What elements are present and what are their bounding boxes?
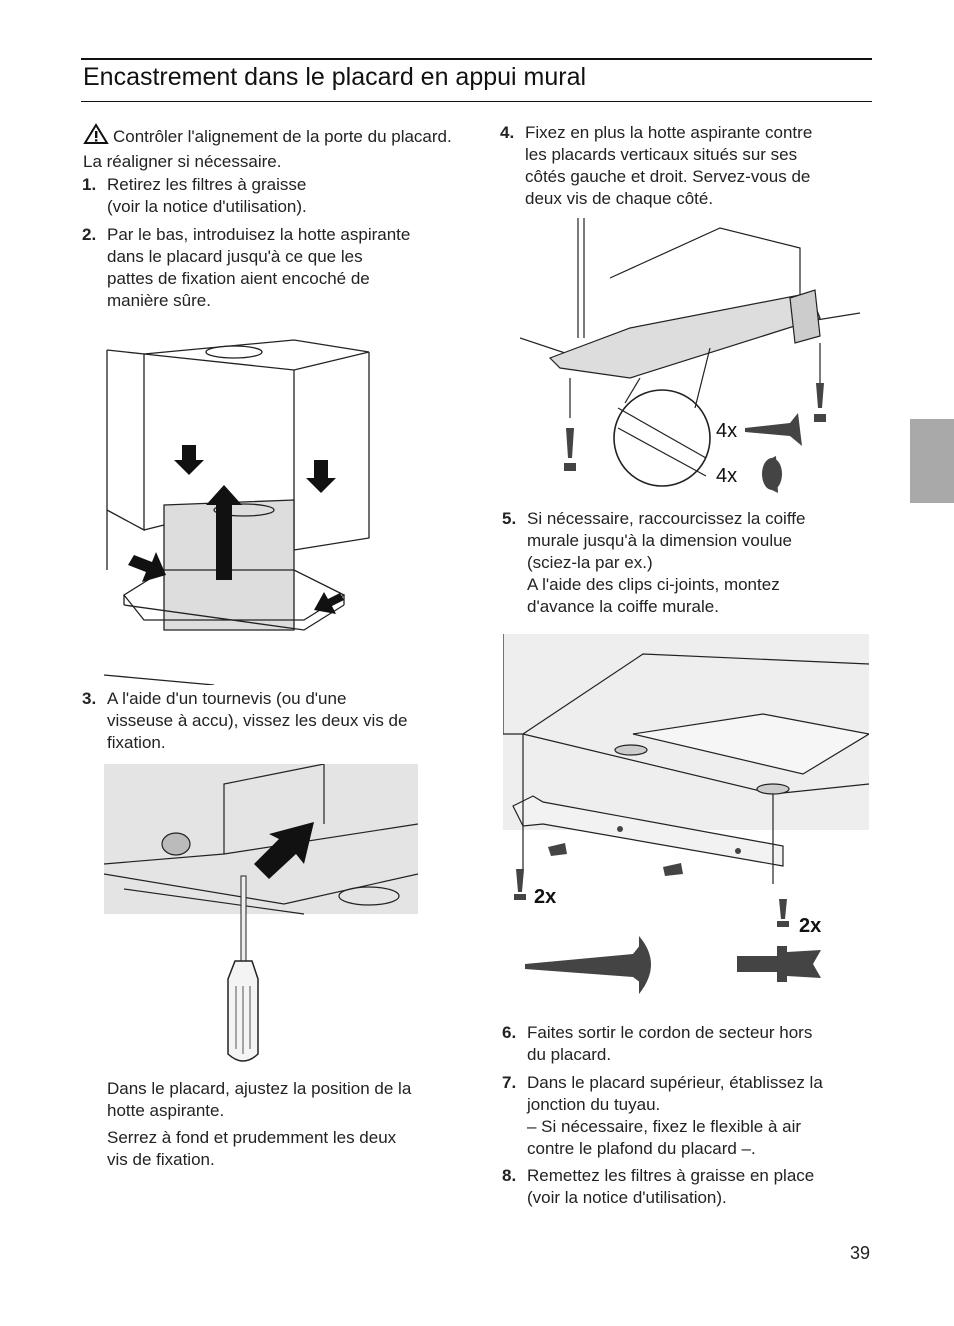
step-line: manière sûre.	[107, 291, 211, 310]
figure-side-screws: 4x 4x	[520, 218, 860, 493]
step-line: les placards verticaux situés sur ses	[525, 145, 798, 164]
step-4: 4. Fixez en plus la hotte aspirante cont…	[500, 122, 870, 210]
step-line: Par le bas, introduisez la hotte aspiran…	[107, 225, 411, 244]
step-line: fixation.	[107, 733, 166, 752]
step-7: 7. Dans le placard supérieur, établissez…	[502, 1072, 872, 1160]
step-number: 2.	[82, 225, 97, 244]
step-number: 6.	[502, 1023, 517, 1042]
step-1: 1. Retirez les filtres à graisse (voir l…	[82, 174, 452, 218]
paragraph-line: Dans le placard, ajustez la position de …	[107, 1079, 412, 1098]
paragraph-line: Serrez à fond et prudemment les deux	[107, 1128, 397, 1147]
step-3: 3. A l'aide d'un tournevis (ou d'une vis…	[82, 688, 452, 754]
page-number: 39	[850, 1243, 871, 1263]
screws-count-label: 2x	[534, 886, 556, 908]
paragraph-line: vis de fixation.	[107, 1150, 215, 1169]
paragraph-line: hotte aspirante.	[107, 1101, 225, 1120]
step-number: 7.	[502, 1073, 517, 1092]
step-6: 6. Faites sortir le cordon de secteur ho…	[502, 1022, 872, 1066]
warning-text: Contrôler l'alignement de la porte du pl…	[83, 127, 452, 171]
step-line: contre le plafond du placard –.	[527, 1139, 756, 1158]
page-title: Encastrement dans le placard en appui mu…	[83, 63, 587, 91]
figure-screwdriver	[104, 764, 418, 1062]
top-rule	[81, 58, 872, 60]
step-line: Remettez les filtres à graisse en place	[527, 1166, 815, 1185]
step-number: 5.	[502, 509, 517, 528]
caps-count-label: 4x	[716, 465, 737, 487]
step-line: Dans le placard supérieur, établissez la	[527, 1073, 823, 1092]
step-line: Faites sortir le cordon de secteur hors	[527, 1023, 813, 1042]
step-5: 5. Si nécessaire, raccourcissez la coiff…	[502, 508, 872, 618]
step-8: 8. Remettez les filtres à graisse en pla…	[502, 1165, 872, 1209]
figure-hood-insertion	[104, 339, 370, 685]
step-number: 1.	[82, 175, 97, 194]
step-line: A l'aide d'un tournevis (ou d'une	[107, 689, 347, 708]
warning-note: Contrôler l'alignement de la porte du pl…	[83, 123, 453, 173]
step-2: 2. Par le bas, introduisez la hotte aspi…	[82, 224, 452, 312]
step-number: 3.	[82, 689, 97, 708]
step-line: côtés gauche et droit. Servez-vous de	[525, 167, 811, 186]
step-number: 8.	[502, 1166, 517, 1185]
step-line: murale jusqu'à la dimension voulue	[527, 531, 793, 550]
figure-chimney-clips: 2x 2x	[503, 634, 869, 994]
step-line: – Si nécessaire, fixez le flexible à air	[527, 1117, 802, 1136]
step-line: pattes de fixation aient encoché de	[107, 269, 370, 288]
step-line: du placard.	[527, 1045, 612, 1064]
step-line: dans le placard jusqu'à ce que les	[107, 247, 363, 266]
step-line: Fixez en plus la hotte aspirante contre	[525, 123, 813, 142]
step-line: visseuse à accu), vissez les deux vis de	[107, 711, 408, 730]
step-line: Si nécessaire, raccourcissez la coiffe	[527, 509, 806, 528]
chapter-tab	[910, 419, 954, 503]
clips-count-label: 2x	[799, 915, 821, 937]
step-line: d'avance la coiffe murale.	[527, 597, 719, 616]
screws-count-label: 4x	[716, 420, 737, 442]
step-line: (voir la notice d'utilisation).	[527, 1188, 727, 1207]
tighten-paragraph: Serrez à fond et prudemment les deux vis…	[107, 1127, 467, 1171]
step-line: A l'aide des clips ci-joints, montez	[527, 575, 780, 594]
step-line: deux vis de chaque côté.	[525, 189, 714, 208]
step-line: (voir la notice d'utilisation).	[107, 197, 307, 216]
step-line: (sciez-la par ex.)	[527, 553, 653, 572]
step-line: jonction du tuyau.	[527, 1095, 661, 1114]
step-line: Retirez les filtres à graisse	[107, 175, 307, 194]
adjust-paragraph: Dans le placard, ajustez la position de …	[107, 1078, 467, 1122]
step-number: 4.	[500, 123, 515, 142]
warning-icon	[83, 123, 109, 151]
title-rule	[81, 101, 872, 102]
